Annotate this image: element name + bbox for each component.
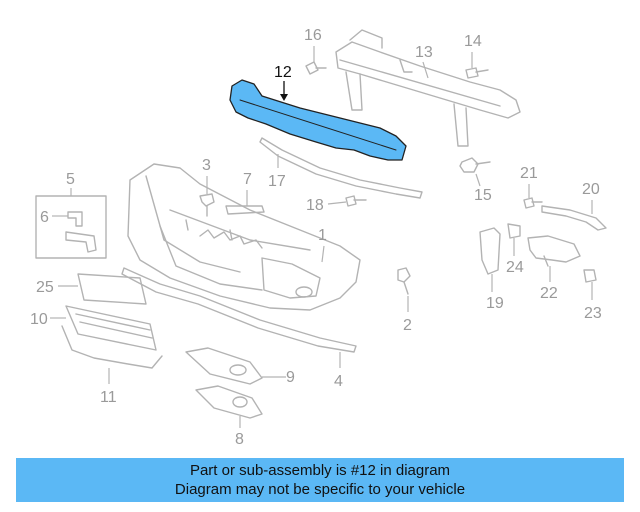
callout-7: 7 (243, 171, 252, 188)
callout-10: 10 (30, 311, 48, 328)
callout-2: 2 (403, 317, 412, 334)
callout-19: 19 (486, 295, 504, 312)
callout-13: 13 (415, 44, 433, 61)
part-14-bolt (465, 67, 489, 79)
info-banner: Part or sub-assembly is #12 in diagram D… (16, 458, 624, 502)
parts-diagram: 13 16 14 12 17 15 3 7 (30, 27, 607, 448)
callout-17: 17 (268, 173, 286, 190)
part-3-clip (199, 193, 215, 217)
part-1-bumper-cover (127, 163, 361, 311)
part-23-bolt (583, 269, 597, 283)
callout-4: 4 (334, 373, 343, 390)
part-9-fog-grille (185, 347, 263, 385)
callout-23: 23 (584, 305, 602, 322)
callout-22: 22 (540, 285, 558, 302)
part-22-corner-bracket (527, 235, 581, 267)
part-10-grille (61, 305, 163, 369)
callout-16: 16 (304, 27, 322, 44)
part-20-side-bracket (541, 205, 607, 231)
callout-14: 14 (464, 33, 482, 50)
part-12-energy-absorber (229, 79, 407, 161)
part-24-clip (507, 223, 521, 239)
callout-25: 25 (36, 279, 54, 296)
callout-15: 15 (474, 187, 492, 204)
part-5-6-bracket-set (35, 195, 107, 259)
callout-6: 6 (40, 209, 49, 226)
callout-24: 24 (506, 259, 524, 276)
part-13-reinforcement-beam (335, 29, 521, 147)
part-2-bolt (397, 267, 411, 295)
callout-3: 3 (202, 157, 211, 174)
callout-9: 9 (286, 369, 295, 386)
part-18-bolt (345, 195, 367, 207)
part-19-bracket (479, 227, 501, 275)
callout-12: 12 (274, 64, 292, 81)
part-15-bolt (459, 157, 491, 173)
callout-8: 8 (235, 431, 244, 448)
banner-line-2: Diagram may not be specific to your vehi… (174, 481, 466, 498)
part-16-bolt (305, 61, 327, 75)
banner-line-1: Part or sub-assembly is #12 in diagram (189, 462, 451, 479)
callout-5: 5 (66, 171, 75, 188)
callout-11: 11 (100, 389, 117, 406)
callout-18: 18 (306, 197, 324, 214)
part-8-fog-grille (195, 385, 263, 419)
part-21-bolt (523, 197, 543, 209)
callout-1: 1 (318, 227, 327, 244)
part-25-license-bracket (77, 273, 147, 305)
callout-20: 20 (582, 181, 600, 198)
part-4-lower-spoiler (121, 267, 357, 353)
callout-21: 21 (520, 165, 538, 182)
